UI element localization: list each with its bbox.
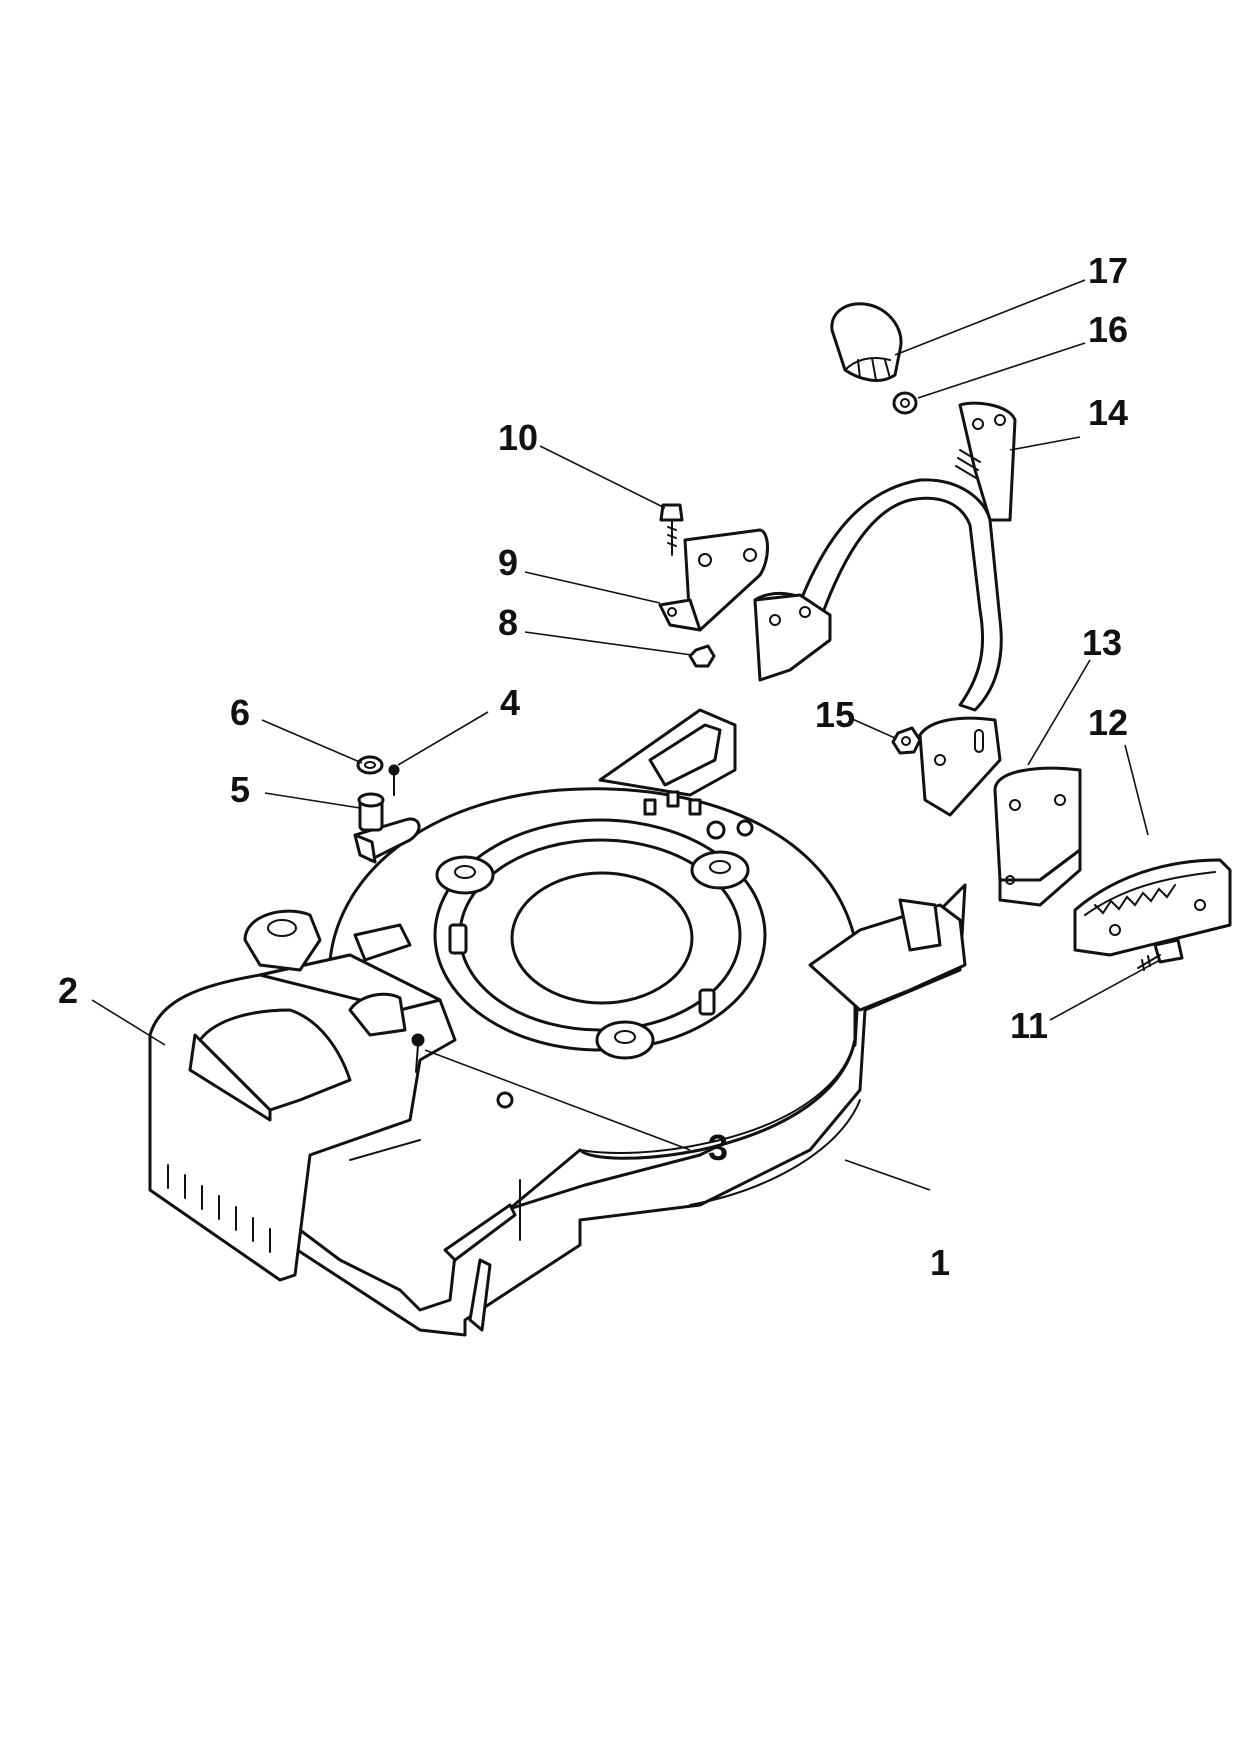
nut-15 — [891, 726, 922, 755]
mower-deck — [188, 708, 967, 1337]
label-1: 1 — [930, 1242, 950, 1283]
label-14: 14 — [1088, 392, 1128, 433]
label-11: 11 — [1010, 1005, 1048, 1046]
label-8: 8 — [498, 602, 518, 643]
height-plate-12 — [1073, 858, 1232, 957]
label-4: 4 — [500, 682, 520, 723]
rear-guard — [148, 909, 457, 1282]
label-5: 5 — [230, 769, 250, 810]
bracket-9 — [658, 528, 769, 632]
knob-17 — [830, 302, 903, 382]
washer-6 — [356, 755, 384, 775]
lever-handle-14 — [753, 401, 1017, 817]
label-3: 3 — [708, 1127, 728, 1168]
part-labels: 1 2 3 4 5 6 8 9 10 11 12 13 14 15 16 17 — [58, 250, 1128, 1283]
label-17: 17 — [1088, 250, 1128, 291]
hinge-bracket-5 — [353, 792, 421, 864]
bolt-10 — [659, 503, 684, 556]
label-9: 9 — [498, 542, 518, 583]
label-6: 6 — [230, 692, 250, 733]
label-15: 15 — [815, 694, 855, 735]
nut-8 — [688, 644, 716, 668]
leader-lines — [91, 279, 1161, 1191]
label-16: 16 — [1088, 309, 1128, 350]
washer-16 — [892, 391, 918, 415]
label-10: 10 — [498, 417, 538, 458]
screw-4 — [388, 764, 400, 796]
bolt-11 — [1137, 938, 1184, 971]
side-bracket-13 — [993, 766, 1082, 907]
label-2: 2 — [58, 970, 78, 1011]
label-12: 12 — [1088, 702, 1128, 743]
screw-3 — [411, 1033, 425, 1073]
label-13: 13 — [1082, 622, 1122, 663]
